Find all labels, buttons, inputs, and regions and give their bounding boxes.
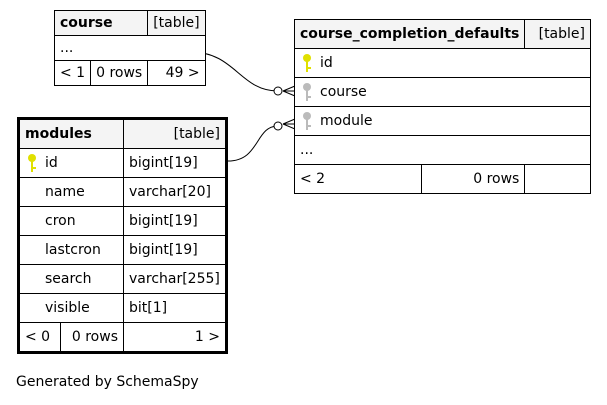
column-row[interactable]: lastcron bigint[19]: [18, 235, 227, 265]
children-link[interactable]: 49 >: [147, 60, 206, 86]
parents-link[interactable]: < 1: [53, 60, 92, 86]
table-course[interactable]: course [table] ... < 1 0 rows 49 >: [53, 10, 206, 86]
foreign-key-icon: [303, 83, 311, 101]
parents-link[interactable]: < 2: [294, 164, 422, 194]
column-name: visible: [45, 300, 90, 316]
column-type: bigint[19]: [123, 206, 227, 236]
column-row[interactable]: search varchar[255]: [18, 264, 227, 294]
table-type-label: [table]: [123, 118, 227, 149]
table-modules[interactable]: modules [table] id bigint[19] name varch…: [17, 117, 228, 354]
edge-module-crowfoot: [282, 118, 296, 130]
column-name: id: [320, 55, 333, 71]
column-row[interactable]: course: [294, 77, 591, 107]
edge-course-zero-marker: [273, 86, 283, 96]
column-name: search: [45, 271, 92, 287]
column-row[interactable]: name varchar[20]: [18, 177, 227, 207]
ellipsis-row: ...: [294, 135, 591, 165]
table-title[interactable]: modules: [18, 118, 124, 149]
column-name: name: [45, 184, 85, 200]
column-type: varchar[255]: [123, 264, 227, 294]
column-name: course: [320, 84, 367, 100]
column-name: lastcron: [45, 242, 101, 258]
column-row[interactable]: id bigint[19]: [18, 148, 227, 178]
column-type: bit[1]: [123, 293, 227, 323]
column-type: bigint[19]: [123, 235, 227, 265]
column-name: cron: [45, 213, 76, 229]
table-type-label: [table]: [524, 19, 591, 49]
edge-module-zero-marker: [273, 121, 283, 131]
column-type: varchar[20]: [123, 177, 227, 207]
primary-key-icon: [303, 54, 311, 72]
column-name-cell: cron: [18, 206, 124, 236]
table-type-label: [table]: [147, 10, 206, 36]
column-row[interactable]: cron bigint[19]: [18, 206, 227, 236]
generated-by-footer: Generated by SchemaSpy: [16, 374, 199, 390]
row-count: 0 rows: [420, 164, 526, 194]
column-name-cell: visible: [18, 293, 124, 323]
column-row[interactable]: id: [294, 48, 591, 78]
ellipsis-row: ...: [54, 35, 206, 61]
column-type: bigint[19]: [123, 148, 227, 178]
column-name-cell: search: [18, 264, 124, 294]
children-link[interactable]: 1 >: [123, 322, 227, 353]
column-row[interactable]: module: [294, 106, 591, 136]
foreign-key-icon: [303, 112, 311, 130]
column-name-cell: lastcron: [18, 235, 124, 265]
column-name: id: [45, 155, 58, 171]
column-name-cell: id: [18, 148, 124, 178]
row-count: 0 rows: [60, 322, 124, 353]
table-course-completion-defaults[interactable]: course_completion_defaults [table] id co…: [293, 19, 591, 194]
row-count: 0 rows: [90, 60, 149, 86]
table-title[interactable]: course_completion_defaults: [293, 19, 526, 49]
column-name-cell: name: [18, 177, 124, 207]
children-link[interactable]: [524, 164, 591, 194]
edge-modules-to-ccd: [227, 125, 279, 162]
edge-course-crowfoot: [282, 85, 296, 97]
column-name: module: [320, 113, 373, 129]
primary-key-icon: [28, 154, 36, 172]
table-title[interactable]: course: [53, 10, 149, 36]
parents-link[interactable]: < 0: [18, 322, 61, 353]
column-row[interactable]: visible bit[1]: [18, 293, 227, 323]
